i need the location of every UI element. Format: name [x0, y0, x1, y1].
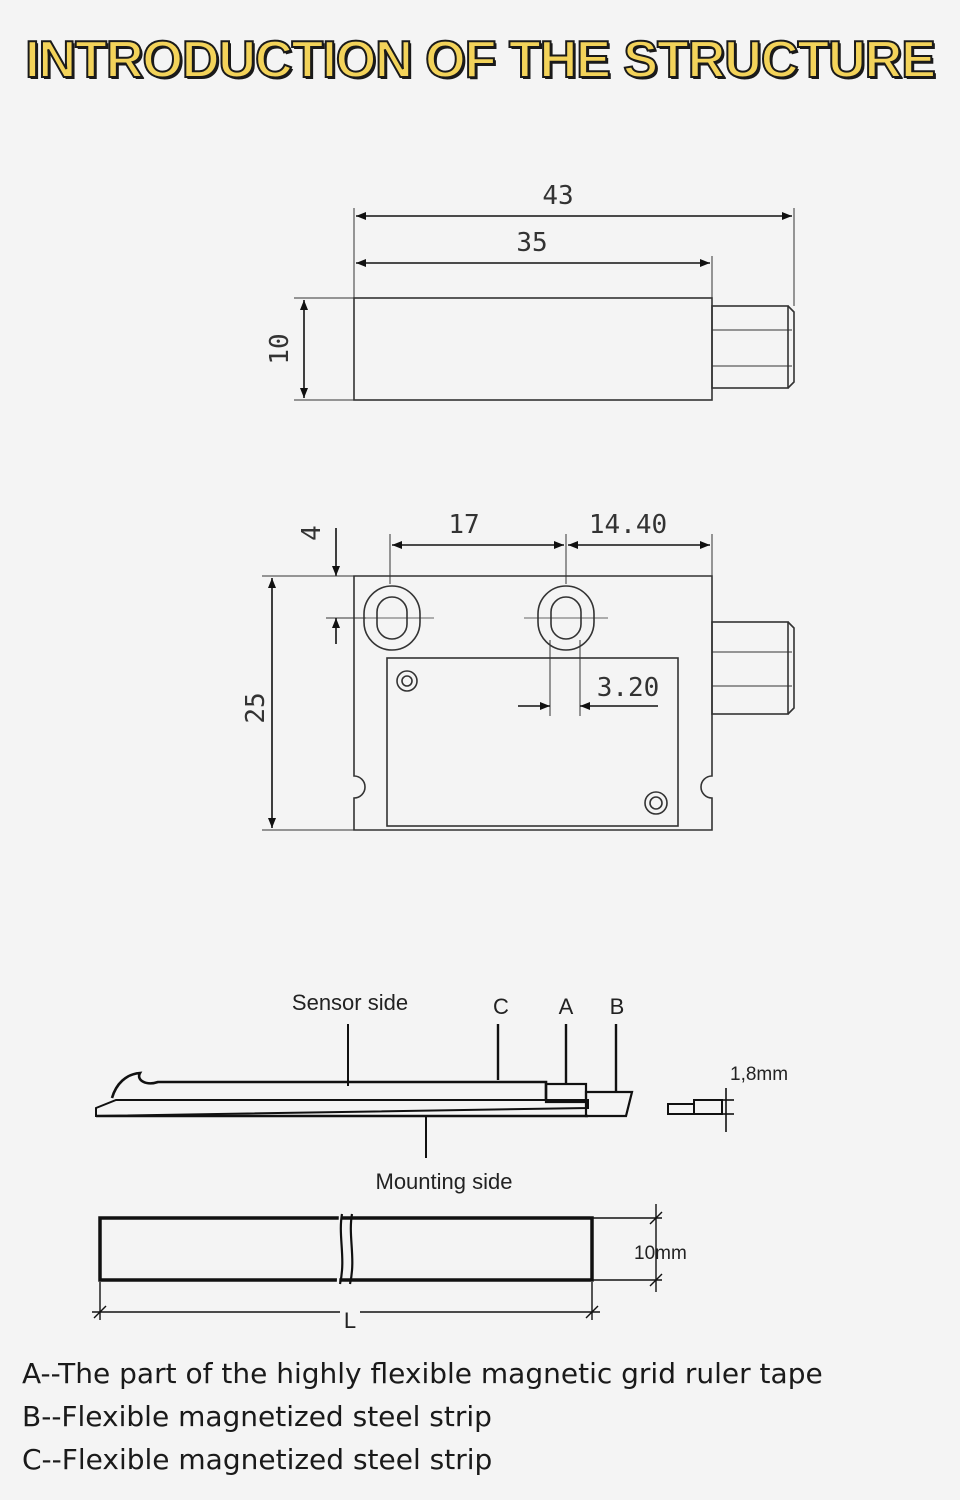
- technical-drawing: 43 35 10: [92, 181, 795, 1333]
- dim-25: 25: [241, 692, 271, 723]
- legend-item-b: B--Flexible magnetized steel strip: [22, 1400, 492, 1433]
- mounting-side-label: Mounting side: [376, 1169, 513, 1194]
- thickness-label: 1,8mm: [730, 1064, 788, 1085]
- width-label: 10mm: [634, 1243, 687, 1264]
- dim-35: 35: [516, 228, 547, 258]
- top-view: [294, 208, 795, 401]
- label-b: B: [610, 994, 625, 1019]
- front-view: [262, 528, 795, 831]
- top-view-body: [353, 297, 713, 401]
- dim-17: 17: [448, 510, 479, 540]
- label-a: A: [559, 994, 574, 1019]
- legend-item-c: C--Flexible magnetized steel strip: [22, 1443, 493, 1476]
- dim-3-20: 3.20: [597, 673, 660, 703]
- tape-top-view: [92, 1204, 663, 1320]
- tape-side-view: [95, 1024, 734, 1158]
- length-label: L: [344, 1308, 356, 1333]
- legend: A--The part of the highly flexible magne…: [22, 1352, 823, 1481]
- label-c: C: [493, 994, 509, 1019]
- dim-4: 4: [297, 525, 327, 541]
- sensor-side-label: Sensor side: [292, 990, 408, 1015]
- dim-14-40: 14.40: [589, 510, 667, 540]
- front-view-body: [353, 575, 713, 831]
- inner-plate: [386, 657, 679, 827]
- legend-item-a: A--The part of the highly flexible magne…: [22, 1357, 823, 1390]
- page-title: INTRODUCTION OF THE STRUCTURE: [24, 30, 937, 90]
- dim-43: 43: [542, 181, 573, 211]
- dim-10: 10: [265, 333, 295, 364]
